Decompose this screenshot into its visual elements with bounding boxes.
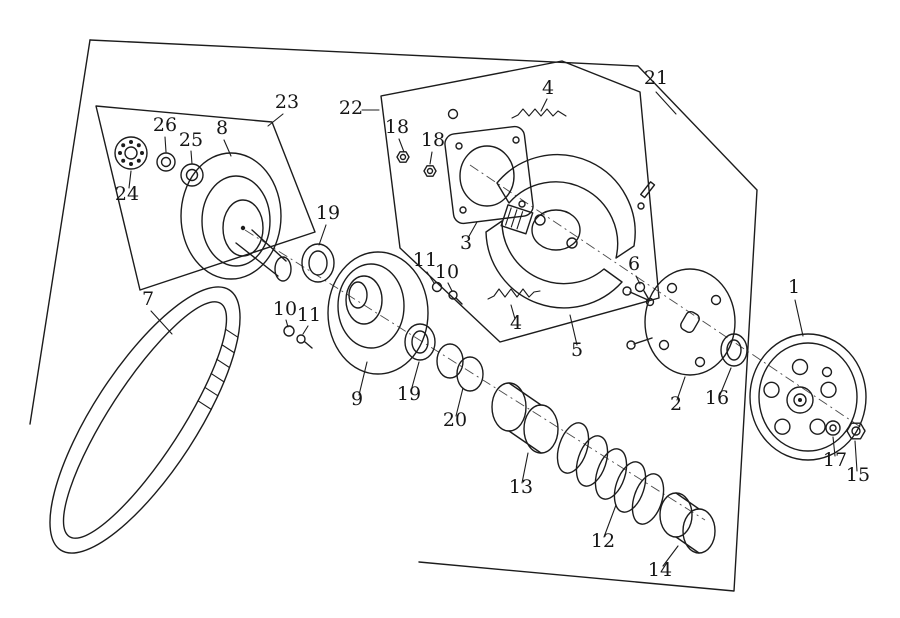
part-24-bearing <box>114 136 148 170</box>
part-label-6: 6 <box>628 253 640 275</box>
part-label-11-a: 11 <box>413 249 437 271</box>
part-17-washer <box>825 420 841 436</box>
part-3-gasket <box>444 108 534 225</box>
part-label-20: 20 <box>443 409 467 431</box>
part-label-2: 2 <box>670 393 682 415</box>
part-19-bearing-a <box>301 243 335 283</box>
part-label-24: 24 <box>115 183 139 205</box>
part-2-drive-plate <box>622 268 736 376</box>
part-label-9: 9 <box>351 388 363 410</box>
part-label-5: 5 <box>571 339 583 361</box>
part-label-8: 8 <box>216 117 228 139</box>
part-1-clutch-bell <box>749 333 867 461</box>
part-label-25: 25 <box>179 129 203 151</box>
part-13-sleeve <box>491 382 559 454</box>
part-label-3: 3 <box>460 232 472 254</box>
part-label-23: 23 <box>275 91 299 113</box>
part-16-ring <box>720 333 748 367</box>
part-labels: 21 23 22 4 18 18 26 25 8 24 19 3 11 10 7… <box>115 67 870 581</box>
part-18-nuts <box>396 151 437 177</box>
part-label-18-a: 18 <box>385 116 409 138</box>
part-label-16: 16 <box>705 387 729 409</box>
part-20-rings <box>436 343 484 392</box>
part-label-7: 7 <box>142 288 154 310</box>
part-10-11-fasteners-lower <box>283 325 313 349</box>
part-label-22: 22 <box>339 97 363 119</box>
part-label-4-b: 4 <box>510 312 522 334</box>
part-26-washer <box>156 152 176 172</box>
group-box-23 <box>95 105 316 291</box>
part-label-4-a: 4 <box>542 77 554 99</box>
part-label-19-b: 19 <box>397 383 421 405</box>
part-4-spring-top <box>511 108 567 119</box>
part-label-1: 1 <box>788 276 800 298</box>
part-label-26: 26 <box>153 114 177 136</box>
part-label-11-b: 11 <box>297 304 321 326</box>
part-label-21: 21 <box>644 67 668 89</box>
part-label-17: 17 <box>823 449 847 471</box>
part-12-spring <box>556 422 665 525</box>
part-6-fasteners <box>634 181 656 307</box>
part-5-clutch-shoes <box>485 154 636 309</box>
frame-outline <box>29 39 758 592</box>
part-label-12: 12 <box>591 530 615 552</box>
part-label-15: 15 <box>846 464 870 486</box>
part-label-10-b: 10 <box>273 298 297 320</box>
part-label-18-b: 18 <box>421 129 445 151</box>
part-4-spring-bottom <box>487 288 541 300</box>
part-8-drive-face <box>180 152 292 282</box>
part-10-11-fasteners-upper <box>431 281 463 305</box>
part-label-14: 14 <box>648 559 672 581</box>
leader-lines <box>128 91 858 567</box>
part-label-13: 13 <box>509 476 533 498</box>
part-19-bearing-b <box>404 323 436 361</box>
part-9-driven-face <box>327 251 429 375</box>
group-box-22 <box>380 60 660 343</box>
part-14-bushing <box>659 492 716 554</box>
part-15-nut <box>846 422 866 440</box>
part-label-19-a: 19 <box>316 202 340 224</box>
part-label-10-a: 10 <box>435 261 459 283</box>
